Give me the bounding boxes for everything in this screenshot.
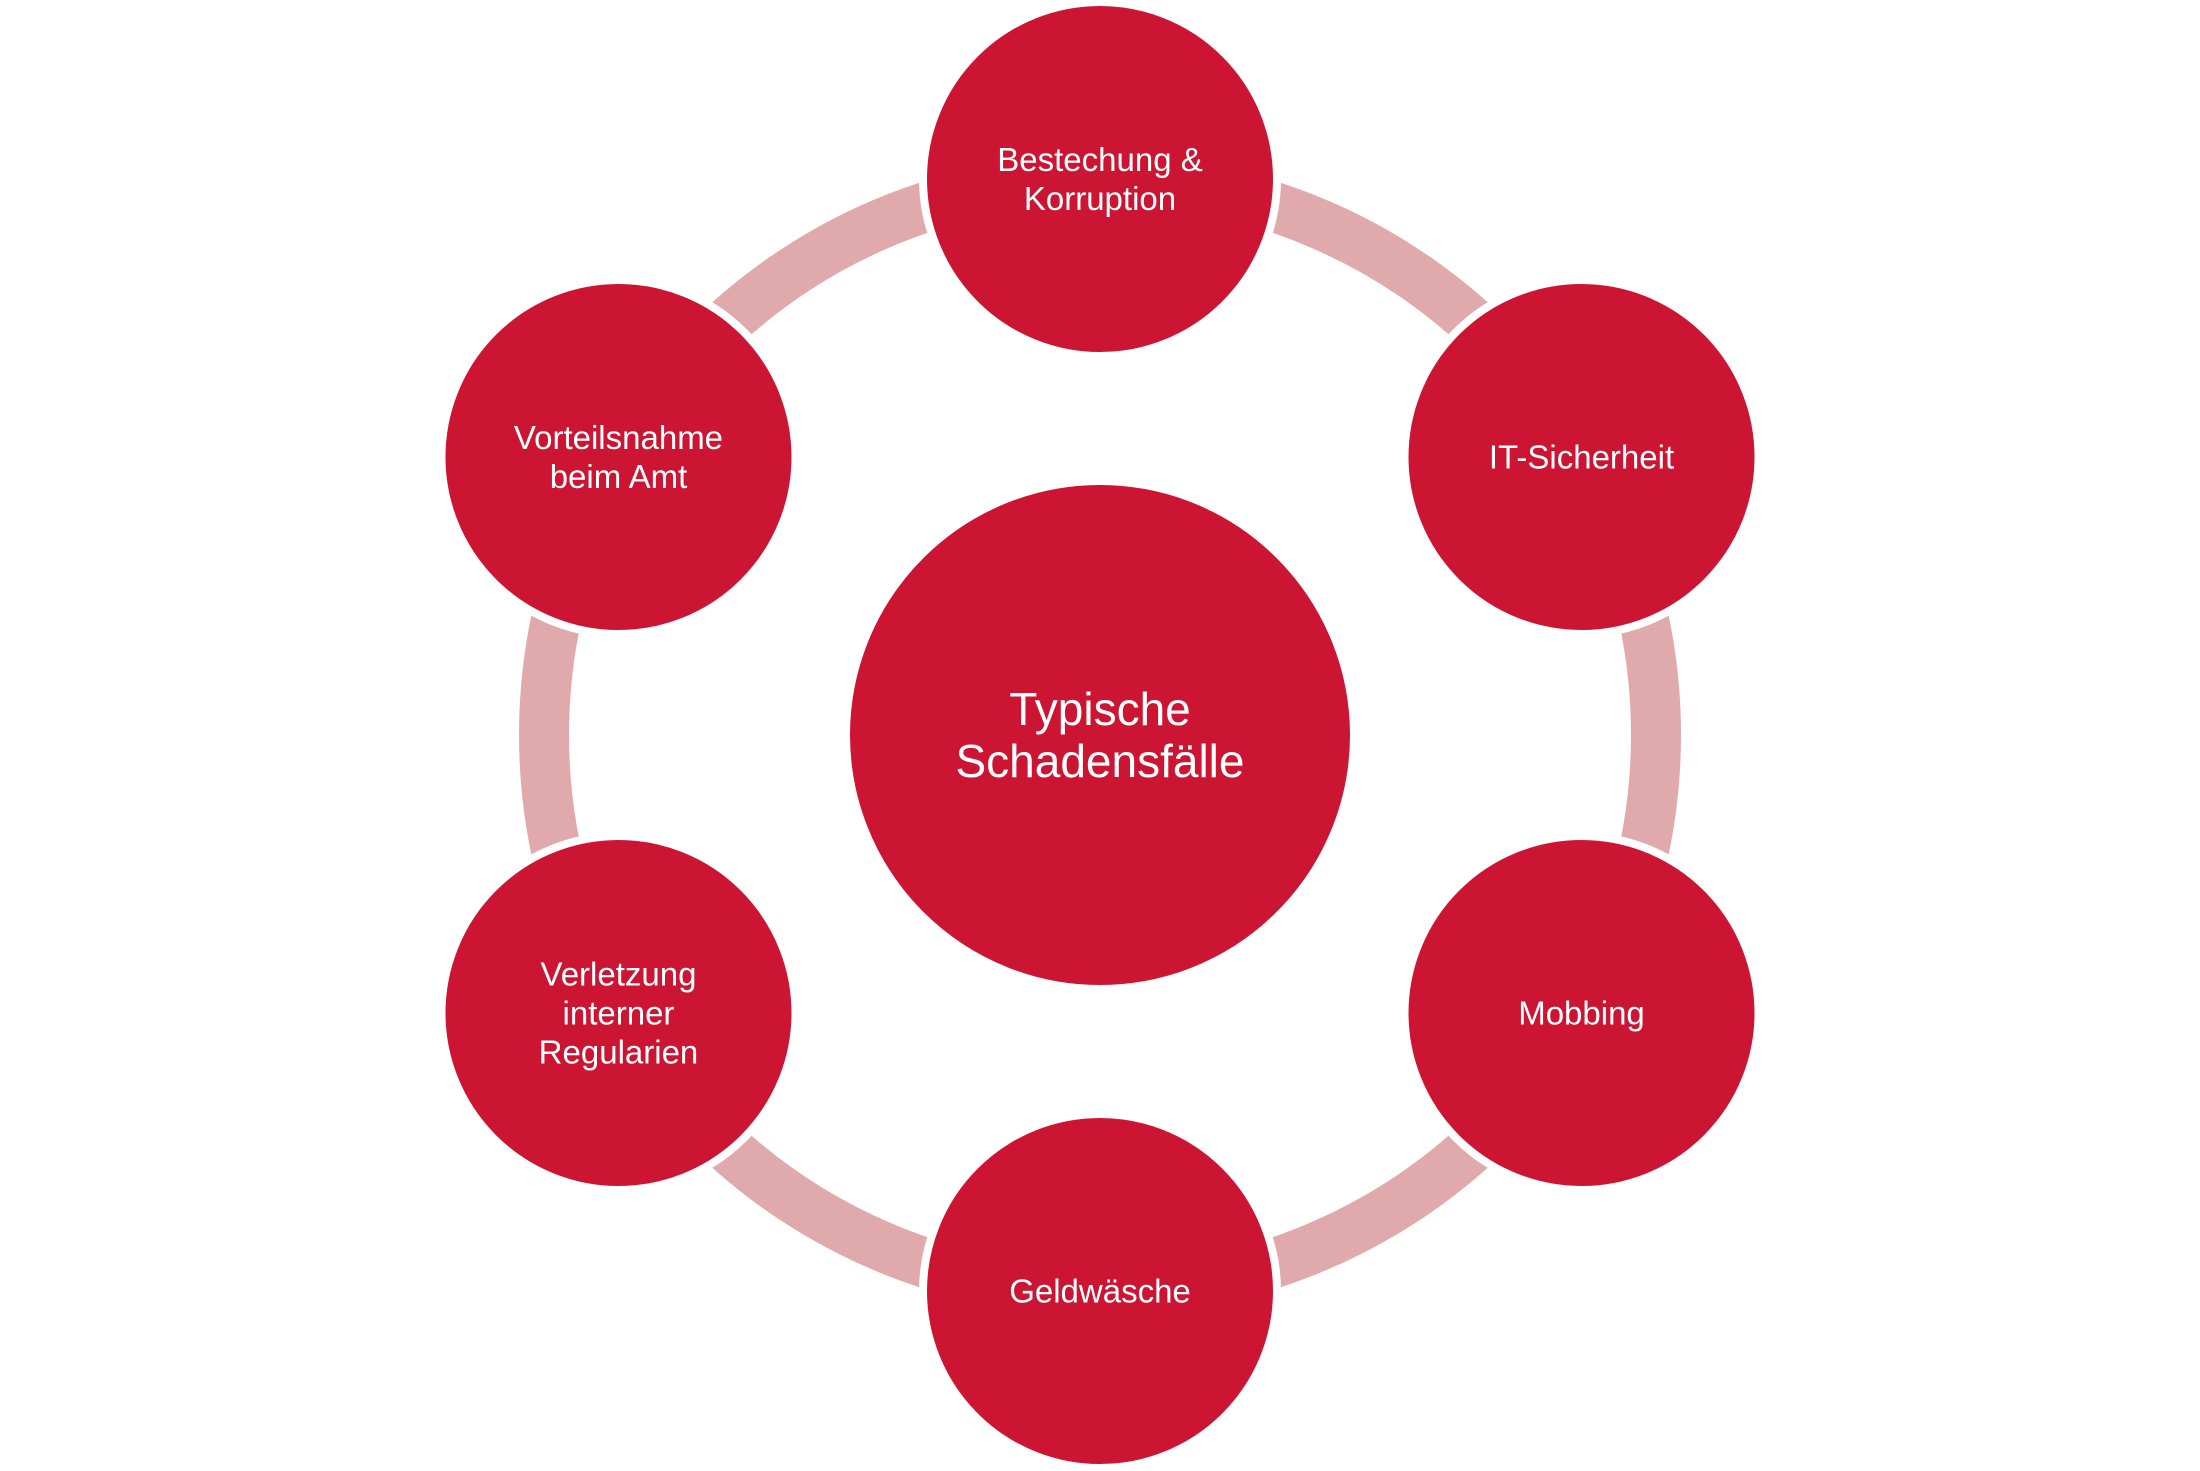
label-line: Mobbing [1518, 995, 1645, 1032]
node-circle [1400, 832, 1763, 1194]
node-bestechung-korruption: Bestechung &Korruption [919, 0, 1281, 360]
node-label: Bestechung &Korruption [997, 141, 1202, 217]
node-circle [437, 832, 800, 1194]
label-line: IT-Sicherheit [1489, 439, 1674, 476]
label-line: Korruption [1024, 180, 1176, 217]
center-circle [844, 479, 1356, 991]
node-label: IT-Sicherheit [1489, 439, 1674, 476]
node-circle [919, 1110, 1281, 1471]
label-line: Regularien [539, 1034, 699, 1071]
label-line: interner [563, 995, 675, 1032]
node-it-sicherheit: IT-Sicherheit [1400, 276, 1763, 638]
label-line: Typische [1009, 683, 1191, 735]
label-line: beim Amt [550, 458, 688, 495]
node-circle [1400, 276, 1763, 638]
node-label: Geldwäsche [1009, 1273, 1191, 1310]
label-line: Schadensfälle [956, 735, 1245, 787]
label-line: Geldwäsche [1009, 1273, 1191, 1310]
node-geldwäsche: Geldwäsche [919, 1110, 1281, 1471]
node-mobbing: Mobbing [1400, 832, 1763, 1194]
node-label: Mobbing [1518, 995, 1645, 1032]
label-line: Vorteilsnahme [514, 419, 723, 456]
node-circle [437, 276, 800, 638]
label-line: Verletzung [541, 956, 697, 993]
node-circle [919, 0, 1281, 360]
label-line: Bestechung & [997, 141, 1202, 178]
